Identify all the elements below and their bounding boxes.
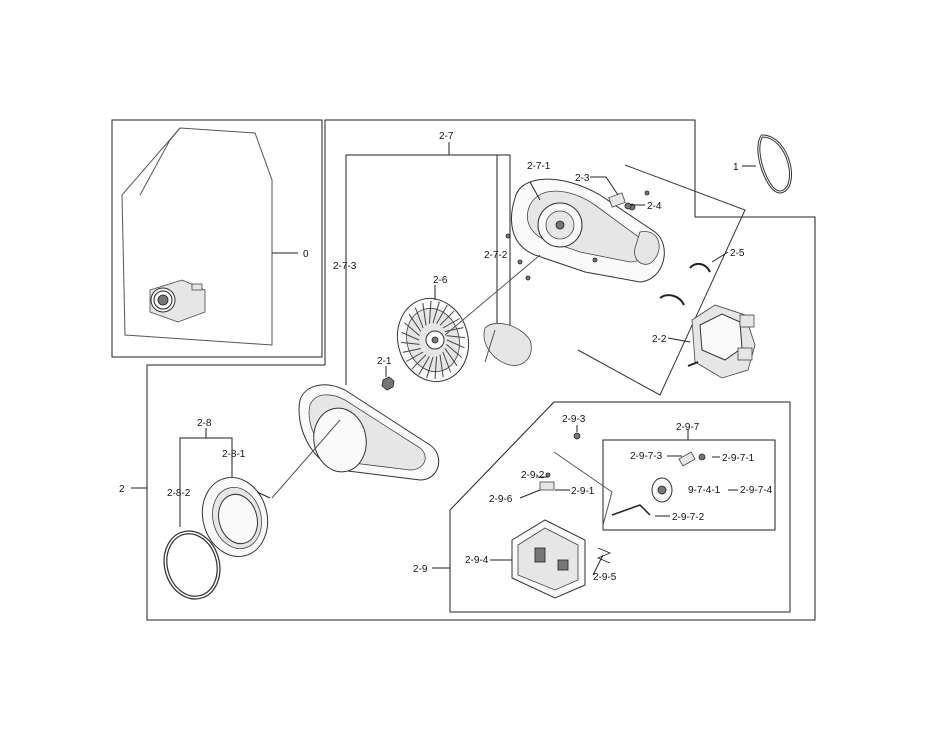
leader-lines xyxy=(131,425,738,576)
label-0: 0 xyxy=(303,249,309,260)
label-2-9-7-2: 2-9-7-2 xyxy=(672,512,705,523)
label-2-6: 2-6 xyxy=(433,275,448,286)
label-1: 1 xyxy=(733,162,739,173)
label-2-9-3: 2-9-3 xyxy=(562,414,586,425)
impeller-blade xyxy=(428,301,432,324)
bracket-2-9-4-part xyxy=(511,519,586,599)
impeller-blade xyxy=(401,331,420,341)
label-2-9-7: 2-9-7 xyxy=(676,422,700,433)
label-2-7-2: 2-7-2 xyxy=(484,250,508,261)
impeller-blade xyxy=(444,348,458,367)
impeller-blade xyxy=(444,327,464,332)
impeller-blade xyxy=(434,356,438,379)
label-2-7: 2-7 xyxy=(439,131,454,142)
front-ring-part xyxy=(201,476,269,558)
impeller-blade xyxy=(446,335,465,339)
impeller-blade xyxy=(442,351,452,373)
label-2-9-7-4: 2-9-7-4 xyxy=(740,485,773,496)
blower-housing-part xyxy=(505,178,665,283)
label-2-9-7-3: 2-9-7-3 xyxy=(630,451,663,462)
impeller-blade xyxy=(418,356,430,376)
belt-part xyxy=(742,134,792,194)
label-2-8-2: 2-8-2 xyxy=(167,488,191,499)
clips-part xyxy=(659,251,729,306)
duct-part xyxy=(483,323,532,366)
bracket-2-7 xyxy=(345,142,511,385)
impeller-blade xyxy=(426,356,434,379)
rear-housing-part xyxy=(271,384,440,499)
bracket-2-8 xyxy=(179,428,233,527)
gasket-ring-part xyxy=(163,530,221,600)
label-2-9-2: 2-9-2 xyxy=(521,470,545,481)
impeller-blade xyxy=(432,301,440,324)
impeller-part xyxy=(396,254,541,383)
impeller-blades xyxy=(401,301,465,379)
label-2-9-6: 2-9-6 xyxy=(489,494,513,505)
label-2-8-1: 2-8-1 xyxy=(222,449,246,460)
label-2-3: 2-3 xyxy=(575,173,590,184)
label-2-4: 2-4 xyxy=(647,201,662,212)
label-2-7-1: 2-7-1 xyxy=(527,161,551,172)
impeller-blade xyxy=(446,339,465,349)
impeller-blade xyxy=(401,341,420,345)
label-2-1: 2-1 xyxy=(377,356,392,367)
impeller-blade xyxy=(402,348,422,353)
impeller-blade xyxy=(446,344,462,358)
label-2-8: 2-8 xyxy=(197,418,212,429)
overview-blower-thumbnail xyxy=(149,279,206,323)
label-2-9-1: 2-9-1 xyxy=(571,486,595,497)
label-2-9-5: 2-9-5 xyxy=(593,572,617,583)
hardware-2-3-2-4 xyxy=(590,176,645,210)
label-2-7-3: 2-7-3 xyxy=(333,261,357,272)
impeller-blade xyxy=(436,304,448,324)
impeller-blade xyxy=(404,322,420,336)
hardware-2-9 xyxy=(539,432,706,564)
label-2-9: 2-9 xyxy=(413,564,428,575)
impeller-blade xyxy=(439,310,455,326)
impeller-blade xyxy=(411,354,427,370)
frame-2-9 xyxy=(449,401,791,613)
nut-part xyxy=(381,366,395,391)
impeller-blade xyxy=(414,307,424,329)
motor-part xyxy=(667,304,756,379)
label-2-9-4: 2-9-4 xyxy=(465,555,489,566)
label-2: 2 xyxy=(119,484,125,495)
impeller-blade xyxy=(408,313,422,332)
part-labels: 0 1 2 2-1 2-2 2-3 2-4 2-5 2-6 2-7 2-7-1 … xyxy=(119,131,773,583)
label-2-2: 2-2 xyxy=(652,334,667,345)
impeller-blade xyxy=(422,302,427,326)
label-2-5: 2-5 xyxy=(730,248,745,259)
label-9-7-4-1: 9-7-4-1 xyxy=(688,485,721,496)
frame-overview xyxy=(111,119,323,358)
label-2-9-7-1: 2-9-7-1 xyxy=(722,453,755,464)
frame-assembly xyxy=(146,119,816,621)
impeller-blade xyxy=(439,354,444,378)
impeller-blade xyxy=(442,318,460,329)
impeller-blade xyxy=(406,351,424,362)
